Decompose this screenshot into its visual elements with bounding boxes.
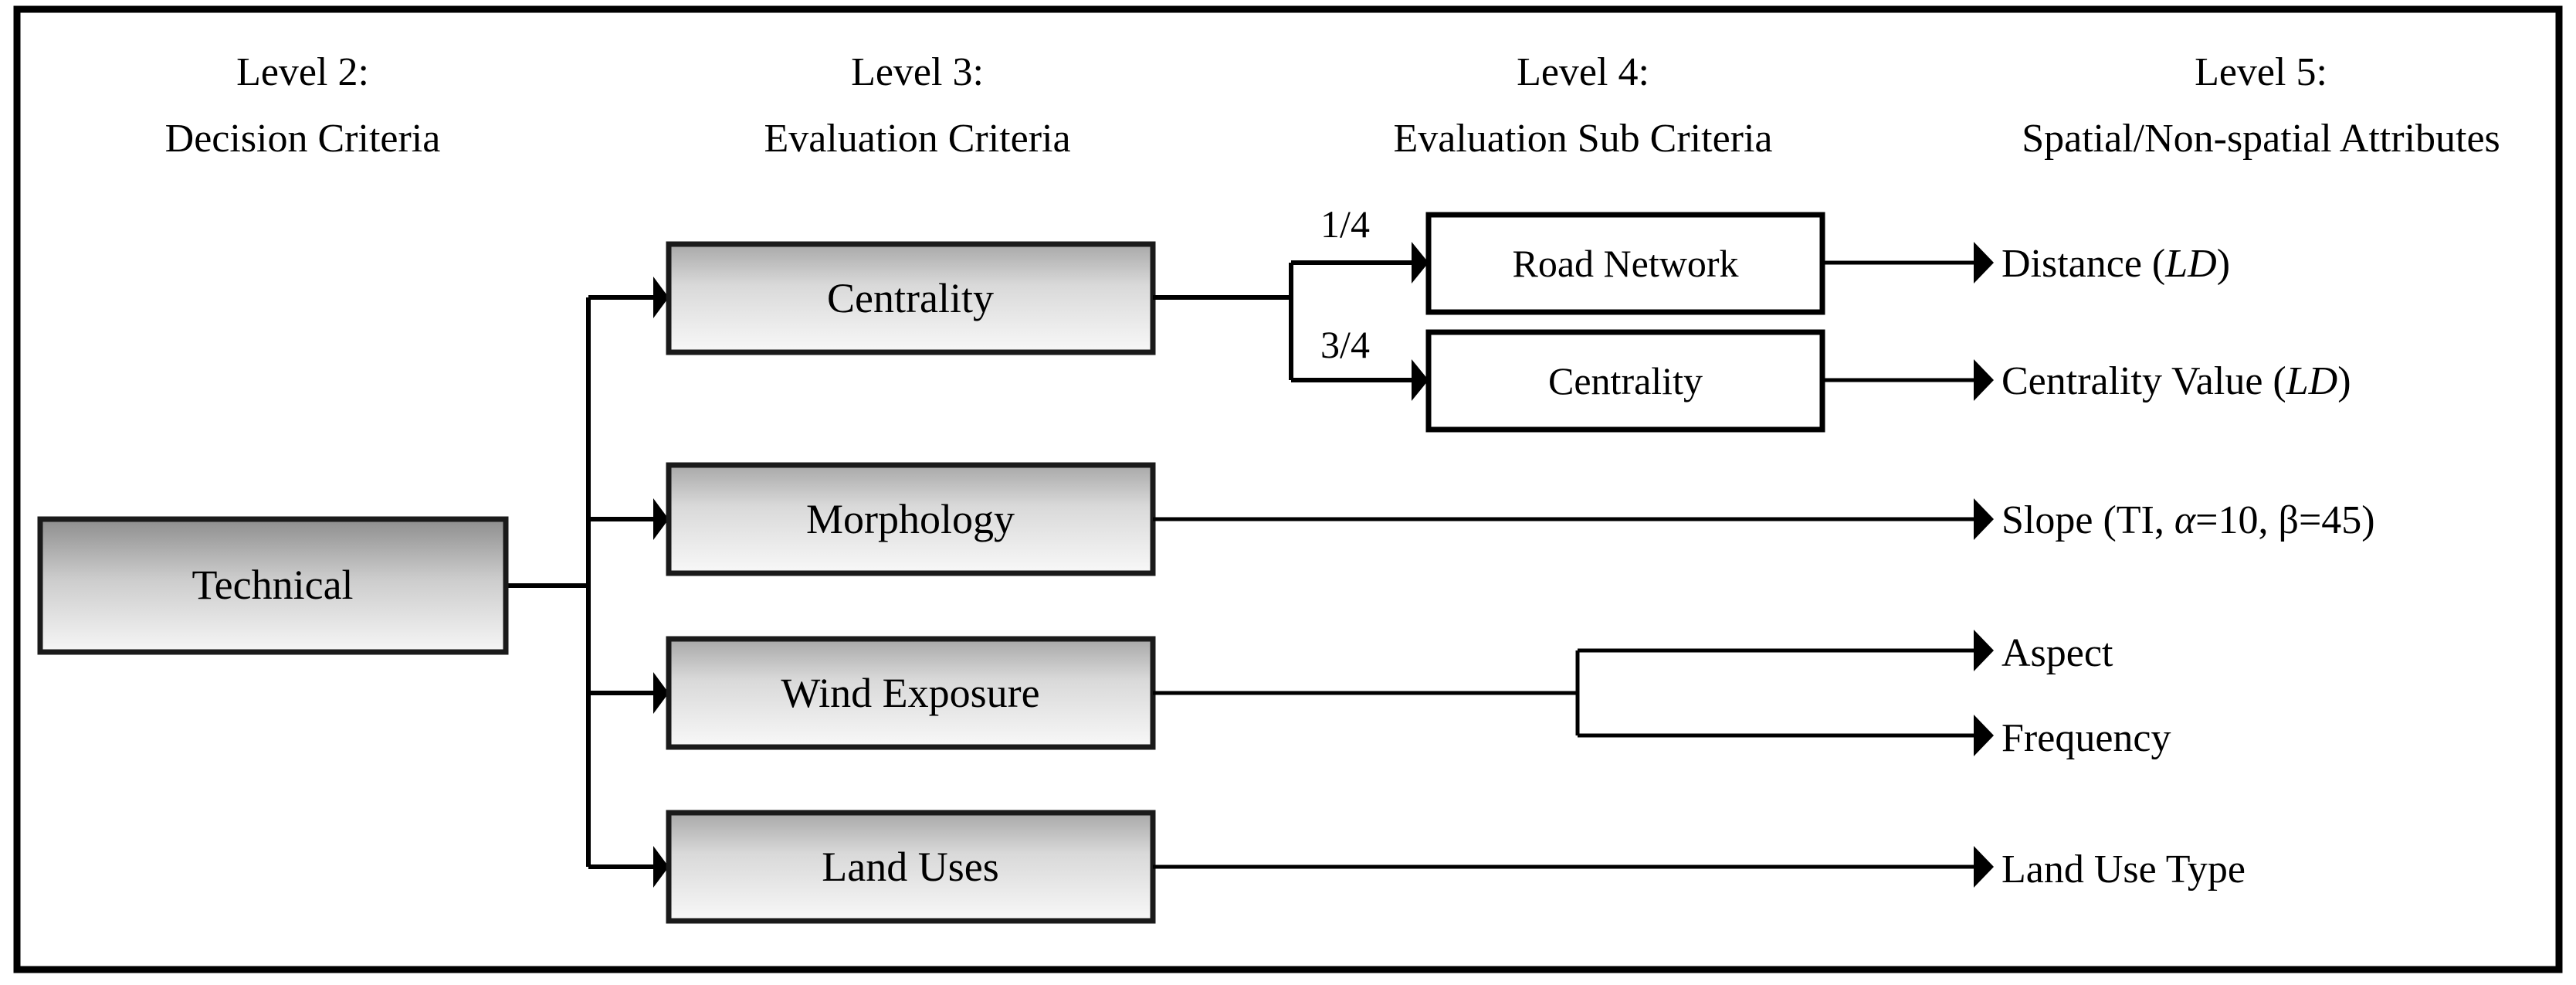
header-level-2-line1: Level 2: [236,50,369,94]
node-technical[interactable]: Technical [37,516,509,655]
header-level-5-line1: Level 5: [2195,50,2327,94]
arrowhead-morphology [653,498,669,540]
node-morphology[interactable]: Morphology [666,462,1156,576]
column-header-level-5: Level 5: Spatial/Non-spatial Attributes [2022,50,2500,161]
node-sub-road-network-box[interactable] [1425,212,1825,315]
weight-label-one-quarter: 1/4 [1320,202,1370,246]
attribute-label-distance: Distance (LD) [2001,242,2230,286]
node-sub-centrality-label: Centrality [1548,359,1703,402]
node-technical-box[interactable] [37,516,509,655]
node-sub-road-network-label: Road Network [1513,242,1739,285]
weight-label-three-quarters: 3/4 [1320,323,1370,366]
node-centrality-label: Centrality [827,275,994,321]
node-land-uses[interactable]: Land Uses [666,810,1156,924]
node-land-uses-box[interactable] [666,810,1156,924]
header-level-5-line2: Spatial/Non-spatial Attributes [2022,117,2500,161]
arrowhead-centrality [653,277,669,318]
arrowhead-frequency [1974,715,1994,756]
arrowhead-centrality-sub [1412,359,1429,401]
arrowhead-aspect [1974,630,1994,671]
header-level-4-line2: Evaluation Sub Criteria [1393,117,1772,161]
node-centrality[interactable]: Centrality [666,241,1156,355]
arrowhead-land-use-type [1974,846,1994,888]
attribute-label-centrality-value: Centrality Value (LD) [2001,359,2351,403]
header-level-3-line2: Evaluation Criteria [764,117,1070,161]
header-level-4-line1: Level 4: [1517,50,1649,94]
header-level-2-line2: Decision Criteria [165,117,441,161]
arrowhead-land-uses [653,846,669,888]
attribute-label-aspect: Aspect [2001,631,2113,675]
arrowhead-road-network [1412,242,1429,284]
node-centrality-box[interactable] [666,241,1156,355]
node-technical-label: Technical [192,562,353,608]
arrowhead-slope [1974,498,1994,540]
node-wind-exposure-label: Wind Exposure [781,670,1039,716]
node-morphology-box[interactable] [666,462,1156,576]
column-header-level-2: Level 2: Decision Criteria [165,50,441,161]
attribute-label-land-use-type: Land Use Type [2001,847,2246,892]
node-wind-exposure[interactable]: Wind Exposure [666,636,1156,750]
node-sub-centrality[interactable]: Centrality [1425,329,1825,433]
attribute-label-frequency: Frequency [2001,716,2171,760]
attribute-label-slope: Slope (TI, α=10, β=45) [2001,498,2375,542]
header-level-3-line1: Level 3: [851,50,984,94]
arrowhead-centrality-value [1974,359,1994,401]
arrowhead-distance [1974,242,1994,284]
column-header-level-3: Level 3: Evaluation Criteria [764,50,1070,161]
column-header-level-4: Level 4: Evaluation Sub Criteria [1393,50,1772,161]
node-morphology-label: Morphology [806,496,1015,542]
diagram-frame [13,5,2563,973]
arrowhead-wind-exposure [653,672,669,714]
node-sub-road-network[interactable]: Road Network [1425,212,1825,315]
node-land-uses-label: Land Uses [822,844,998,890]
node-wind-exposure-box[interactable] [666,636,1156,750]
